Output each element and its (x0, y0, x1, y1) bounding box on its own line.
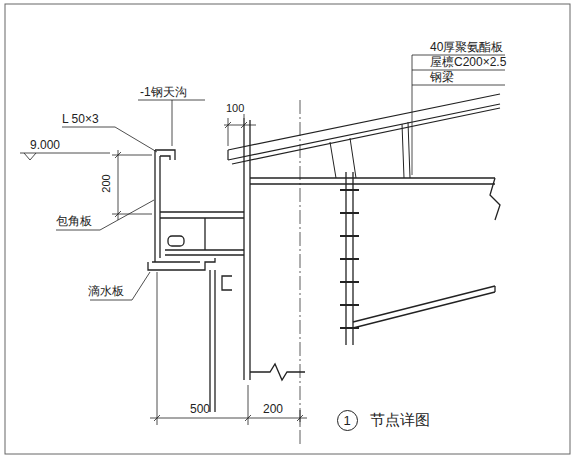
layer-note: 屋檩C200×2.5 (430, 56, 506, 68)
bolt (340, 281, 359, 283)
steel-column-stroke (250, 364, 305, 380)
steel-beam-stroke (250, 177, 495, 178)
dimension: 100 (226, 103, 244, 114)
leader-lines-stroke (56, 230, 100, 231)
caption: 节点详图 (370, 412, 430, 427)
leader-lines-stroke (62, 127, 115, 128)
callout-circle: 1 (337, 410, 358, 431)
steel-column-stroke (249, 120, 250, 380)
part-label: 包角板 (56, 215, 92, 227)
leader-lines-stroke (115, 127, 157, 152)
steel-beam-stroke (494, 286, 495, 292)
wall-panel-stroke (222, 276, 232, 290)
drip-plate-stroke (148, 258, 215, 270)
leader-lines-stroke (90, 300, 132, 301)
roof-panel-stroke (227, 150, 228, 160)
callout-number: 1 (343, 414, 350, 427)
wall-panel-stroke (209, 270, 210, 412)
dimension-lines-stroke (228, 118, 229, 146)
dimension-lines-stroke (150, 418, 307, 419)
level-mark (20, 153, 110, 160)
bolt (340, 327, 359, 329)
roof-panel (228, 94, 500, 164)
part-label: L 50×3 (62, 113, 99, 125)
gutter-stroke (154, 150, 155, 262)
drip-plate-stroke (152, 261, 200, 262)
dimension-lines-stroke (157, 272, 158, 425)
roof-panel-stroke (232, 108, 500, 164)
part-label: -1钢天沟 (140, 86, 187, 98)
layer-note: 钢梁 (430, 71, 454, 83)
steel-column (244, 118, 305, 380)
layer-note: 40厚聚氨酯板 (430, 41, 503, 53)
drip-plate (148, 258, 215, 270)
axis-line-stroke (300, 100, 301, 445)
leader-lines-stroke (412, 55, 413, 175)
leader-lines-stroke (412, 85, 505, 86)
gutter-stroke (168, 236, 184, 246)
purlin (330, 122, 410, 178)
leader-lines-stroke (172, 100, 173, 146)
dimension-lines-stroke (115, 152, 121, 217)
gutter-stroke (204, 218, 205, 250)
dimension: 200 (263, 403, 283, 415)
level-mark-stroke (20, 153, 110, 154)
bolt (340, 258, 359, 260)
gutter-stroke (159, 156, 160, 258)
gutter-stroke (165, 254, 244, 255)
frame (5, 4, 570, 454)
dimension-lines-stroke (118, 150, 119, 220)
frame-stroke (5, 4, 570, 454)
elevation: 9.000 (30, 139, 60, 151)
steel-column-stroke (243, 118, 244, 380)
leader-lines-stroke (138, 100, 205, 101)
dimension: 500 (190, 403, 210, 415)
bolt (340, 304, 359, 306)
gutter (155, 150, 244, 262)
steel-beam-stroke (490, 178, 500, 220)
gutter-stroke (160, 217, 244, 218)
dimension-lines-stroke (248, 385, 249, 425)
leader-lines (56, 55, 505, 300)
bolt (340, 189, 359, 191)
gutter-stroke (155, 150, 175, 160)
dimension-lines-stroke (244, 114, 245, 118)
dimension-lines-stroke (225, 122, 247, 128)
leader-lines-stroke (100, 200, 154, 230)
purlin-stroke (330, 138, 356, 178)
leader-lines-stroke (412, 70, 505, 71)
level-mark-stroke (24, 153, 36, 160)
wall-panel-stroke (214, 270, 215, 412)
steel-beam-stroke (353, 286, 495, 322)
dimension-lines (112, 114, 307, 425)
dimension-lines-stroke (154, 415, 303, 421)
steel-beam-stroke (250, 183, 495, 184)
roof-panel-stroke (228, 104, 500, 160)
roof-panel-stroke (228, 94, 500, 150)
purlin-stroke (402, 122, 410, 178)
bolt (340, 212, 359, 214)
steel-beam-stroke (353, 292, 495, 328)
part-label: 滴水板 (88, 285, 124, 297)
bolt-row (340, 190, 359, 328)
gutter-stroke (160, 156, 170, 160)
bolt (340, 235, 359, 237)
axis-line (300, 100, 301, 445)
wall-panel (210, 270, 232, 412)
steel-beam (250, 172, 500, 345)
dimension: 200 (101, 174, 112, 192)
leader-lines-stroke (132, 272, 150, 300)
gutter-stroke (160, 211, 244, 212)
